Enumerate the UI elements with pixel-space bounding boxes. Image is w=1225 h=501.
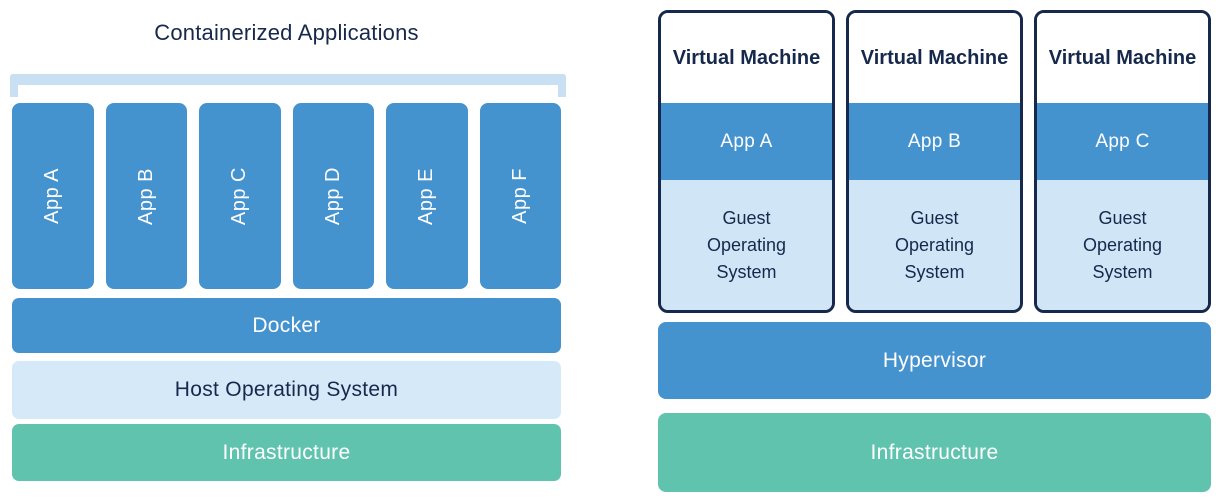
containers-bracket (10, 74, 566, 97)
container-app-e-label: App E (415, 167, 438, 225)
container-app-f: App F (479, 103, 561, 289)
container-app-d-label: App D (321, 166, 344, 226)
infrastructure-layer-left: Infrastructure (12, 424, 561, 481)
vm-3-guest-os-label: Guest Operating System (1082, 207, 1163, 282)
vm-1-app: App A (661, 103, 832, 180)
container-app-e: App E (386, 103, 468, 289)
hypervisor-layer: Hypervisor (658, 322, 1211, 399)
vm-2-guest-os-label: Guest Operating System (894, 207, 975, 282)
container-app-b-label: App B (134, 167, 157, 225)
vm-row: Virtual Machine App A Guest Operating Sy… (658, 10, 1211, 313)
docker-layer: Docker (12, 298, 561, 353)
container-app-a-label: App A (41, 168, 64, 224)
vm-card-2: Virtual Machine App B Guest Operating Sy… (846, 10, 1023, 313)
host-os-layer: Host Operating System (12, 361, 561, 419)
vm-1-guest-os-label: Guest Operating System (706, 207, 787, 282)
vm-3-title: Virtual Machine (1037, 13, 1208, 103)
infrastructure-layer-right: Infrastructure (658, 413, 1211, 492)
vm-card-3: Virtual Machine App C Guest Operating Sy… (1034, 10, 1211, 313)
container-app-c: App C (199, 103, 281, 289)
container-app-a: App A (12, 103, 94, 289)
vm-1-guest-os: Guest Operating System (661, 180, 832, 310)
vm-2-app: App B (849, 103, 1020, 180)
vm-2-guest-os: Guest Operating System (849, 180, 1020, 310)
container-app-f-label: App F (508, 168, 531, 224)
containers-title: Containerized Applications (154, 20, 419, 45)
container-apps-row: App A App B App C App D App E App F (12, 103, 561, 289)
container-app-d: App D (292, 103, 374, 289)
vm-card-1: Virtual Machine App A Guest Operating Sy… (658, 10, 835, 313)
vm-3-guest-os: Guest Operating System (1037, 180, 1208, 310)
vm-3-app: App C (1037, 103, 1208, 180)
vm-2-title: Virtual Machine (849, 13, 1020, 103)
container-app-b: App B (105, 103, 187, 289)
container-app-c-label: App C (228, 166, 251, 226)
vm-1-title: Virtual Machine (661, 13, 832, 103)
